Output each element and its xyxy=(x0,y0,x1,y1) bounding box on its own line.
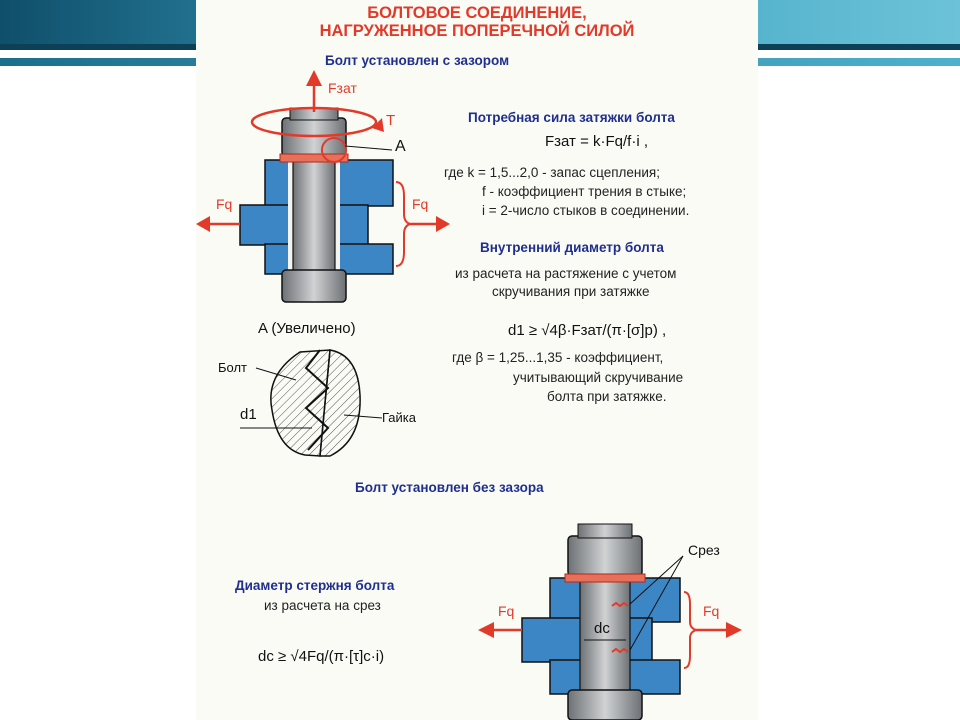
section2-heading: Болт установлен без зазора xyxy=(355,480,544,495)
washer-2 xyxy=(564,573,646,583)
detail-nut-region xyxy=(319,349,361,457)
fq-right-label-2: Fq xyxy=(703,603,720,619)
bolt-head-2 xyxy=(567,689,643,720)
fq-left-label-2: Fq xyxy=(498,603,515,619)
washer xyxy=(279,153,349,163)
shear-mark-2 xyxy=(611,647,629,654)
diagram-drawing xyxy=(196,70,742,720)
beta-line2: учитывающий скручивание xyxy=(513,370,684,385)
where-f: f - коэффициент трения в стыке; xyxy=(482,184,687,199)
bolt-no-clearance-drawing xyxy=(478,523,742,720)
detail-a-circle xyxy=(321,137,347,163)
detail-bolt-label: Болт xyxy=(218,360,248,375)
point-a-label: A xyxy=(395,138,406,155)
where-k: где k = 1,5...2,0 - запас сцепления; xyxy=(444,165,660,180)
nut-2 xyxy=(567,535,643,577)
bolt-head xyxy=(281,269,347,303)
dc-label: dc xyxy=(594,620,610,637)
detail-a-drawing xyxy=(240,349,383,457)
formula-force: Fзат = k·Fq/f·i , xyxy=(545,133,649,150)
detail-a-label: A (Увеличено) xyxy=(258,320,356,337)
where-i: i = 2-число стыков в соединении. xyxy=(482,203,690,218)
bolt-clearance-drawing xyxy=(196,70,450,303)
torque-label: T xyxy=(386,112,396,129)
fq-right-label: Fq xyxy=(412,196,429,212)
formula-dc: dc ≥ √4Fq/(π·[τ]c·i) xyxy=(258,648,385,665)
calc-line2: скручивания при затяжке xyxy=(492,284,650,299)
diagram-title-line1: БОЛТОВОЕ СОЕДИНЕНИЕ, xyxy=(367,4,587,22)
beta-line3: болта при затяжке. xyxy=(547,389,667,404)
stem-heading: Диаметр стержня болта xyxy=(235,578,395,593)
detail-d1-label: d1 xyxy=(240,406,257,423)
calc-line1: из расчета на растяжение с учетом xyxy=(455,266,677,281)
shear-mark-1 xyxy=(611,601,629,608)
beta-line1: где β = 1,25...1,35 - коэффициент, xyxy=(452,350,664,365)
f-zat-label: Fзат xyxy=(328,80,357,96)
bolt-shank-2 xyxy=(579,559,631,711)
shear-label: Срез xyxy=(688,542,720,558)
detail-nut-label: Гайка xyxy=(382,410,417,425)
section1-heading: Болт установлен с зазором xyxy=(325,53,510,68)
bolt-shank xyxy=(292,149,336,281)
stem-calc: из расчета на срез xyxy=(264,598,381,613)
bolt-end-2 xyxy=(577,523,633,539)
thread-profile xyxy=(304,349,330,451)
fq-left-label: Fq xyxy=(216,196,233,212)
diagram-title-line2: НАГРУЖЕННОЕ ПОПЕРЕЧНОЙ СИЛОЙ xyxy=(319,22,635,40)
inner-diameter-heading: Внутренний диаметр болта xyxy=(480,240,664,255)
required-force-heading: Потребная сила затяжки болта xyxy=(468,110,675,125)
formula-d1: d1 ≥ √4β·Fзат/(π·[σ]р) , xyxy=(508,322,667,339)
fq-right-brace xyxy=(395,181,414,267)
